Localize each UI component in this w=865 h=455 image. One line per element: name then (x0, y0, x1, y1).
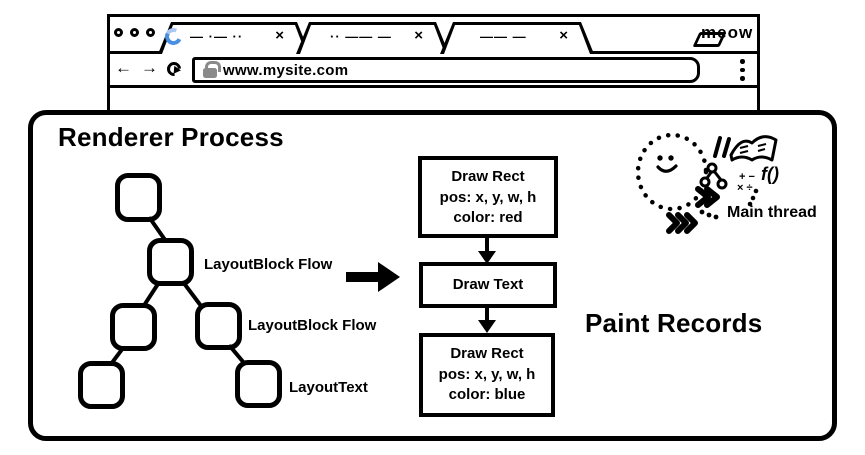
paint-record-box-3: Draw Rect pos: x, y, w, h color: blue (419, 333, 555, 417)
paint-record-line: color: red (453, 209, 523, 226)
dotted-trail-icon (699, 209, 719, 220)
main-thread-doodle: + − × ÷ f() (635, 132, 779, 234)
layout-tree-node-root (115, 173, 162, 222)
layout-tree-node (147, 238, 194, 286)
math-symbols: + − (739, 171, 755, 183)
forward-icon[interactable]: → (141, 58, 158, 77)
tab-title-scribble: — ·— ·· (190, 29, 244, 44)
layout-tree-node (235, 360, 282, 408)
tree-node-label: LayoutBlock Flow (248, 317, 377, 334)
browser-tab-2[interactable]: ·· —— — × (296, 22, 449, 54)
paint-record-line: Draw Rect (451, 168, 525, 185)
address-bar[interactable]: www.mysite.com (192, 57, 700, 83)
paint-record-box-1: Draw Rect pos: x, y, w, h color: red (418, 156, 558, 238)
paint-record-box-2: Draw Text (419, 262, 557, 308)
tab-title-scribble: —— — (480, 29, 527, 44)
browser-navbar: ← → www.mysite.com (110, 54, 757, 88)
url-text: www.mysite.com (223, 62, 349, 79)
layout-tree-node (110, 303, 157, 351)
transform-arrow-head (378, 262, 400, 292)
close-icon[interactable]: × (414, 27, 423, 44)
close-icon[interactable]: × (559, 27, 568, 44)
tree-node-label: LayoutText (289, 379, 368, 396)
artist-signature: meow (701, 23, 754, 42)
tab-shape (440, 22, 594, 54)
tab-title-scribble: ·· —— — (330, 29, 392, 44)
tab-shape (158, 22, 310, 54)
chevron-arrow-icon (695, 186, 720, 208)
pencils-icon (713, 136, 731, 158)
paint-record-line: Draw Rect (450, 345, 524, 362)
close-icon[interactable]: × (275, 27, 284, 44)
book-icon (729, 135, 778, 162)
paint-records-heading: Paint Records (585, 308, 763, 338)
browser-window: — ·— ·· × ·· —— — × —— — × meow ← → www.… (107, 14, 760, 114)
transform-arrow (346, 272, 379, 282)
traffic-light-icon[interactable] (114, 28, 123, 37)
browser-menu-icon[interactable] (740, 59, 745, 81)
paint-record-line: pos: x, y, w, h (438, 365, 536, 383)
thread-loop-icon (635, 132, 709, 212)
flow-arrow-head (478, 251, 496, 264)
smiley-face-icon (656, 155, 678, 173)
back-icon[interactable]: ← (115, 58, 132, 77)
paint-record-line: pos: x, y, w, h (439, 188, 537, 206)
paint-record-line: Draw Text (452, 275, 524, 293)
traffic-light-icon[interactable] (146, 28, 155, 37)
layout-tree-node (78, 361, 125, 409)
flow-arrow-head (478, 320, 496, 333)
refresh-icon[interactable] (164, 59, 184, 79)
dom-tree-icon (699, 162, 728, 190)
layout-tree-node (195, 302, 242, 350)
browser-tab-1[interactable]: — ·— ·· × (158, 22, 310, 54)
triple-chevron-icon (666, 212, 698, 234)
flow-arrow (485, 308, 489, 321)
traffic-light-icon[interactable] (130, 28, 139, 37)
tree-node-label: LayoutBlock Flow (204, 256, 333, 273)
tab-shape (296, 22, 449, 54)
dotted-tail-icon (747, 188, 759, 207)
browser-tab-3[interactable]: —— — × (440, 22, 594, 54)
math-symbols: × ÷ (737, 182, 753, 194)
flow-arrow (485, 238, 489, 252)
function-symbol: f() (761, 164, 779, 184)
paint-record-line: color: blue (448, 386, 526, 403)
main-thread-label: Main thread (727, 204, 817, 221)
lock-icon (203, 61, 221, 78)
renderer-process-title: Renderer Process (58, 122, 284, 152)
